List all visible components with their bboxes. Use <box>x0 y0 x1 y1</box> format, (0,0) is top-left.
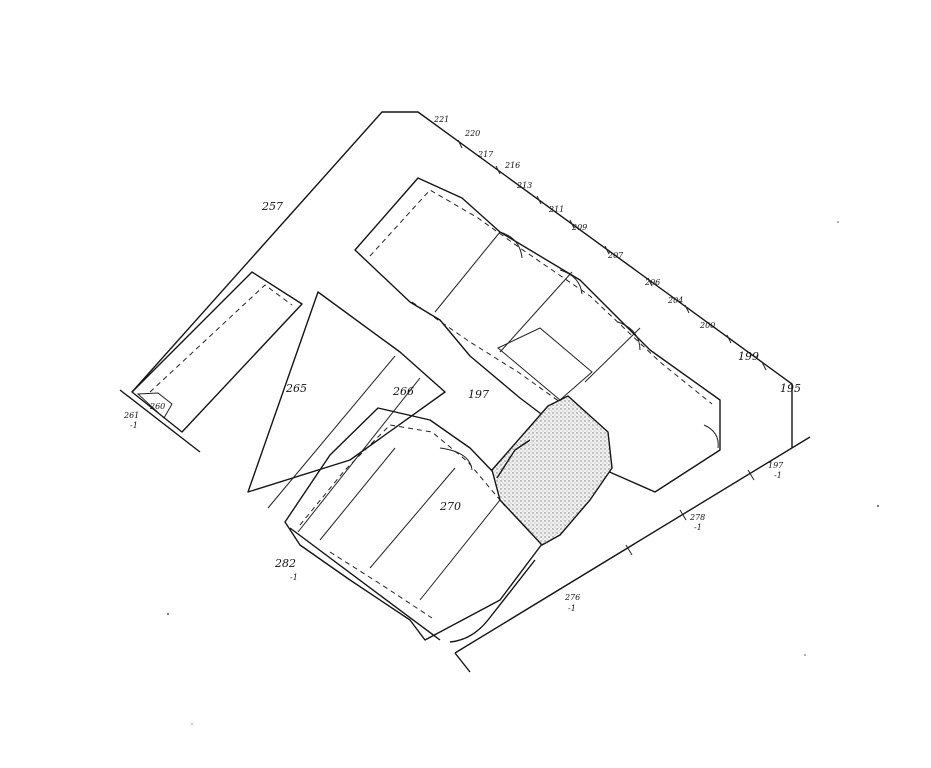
label-278: 278 <box>689 513 705 522</box>
label-261: 261 <box>123 411 139 420</box>
label-266: 266 <box>392 385 414 398</box>
lower-terrace-buildings <box>284 407 546 641</box>
upper-road-ticks <box>457 139 767 371</box>
parcel-261-building <box>131 271 303 433</box>
scan-specks <box>167 221 879 725</box>
label-207: 207 <box>607 251 624 260</box>
label-270: 270 <box>439 500 461 513</box>
label-276-sub: -1 <box>568 604 576 613</box>
label-199: 199 <box>738 350 759 363</box>
label-209: 209 <box>571 223 587 232</box>
label-278-sub: -1 <box>694 523 702 532</box>
courtyard-197 <box>497 327 593 401</box>
label-197-courtyard: 197 <box>468 388 489 401</box>
label-221: 221 <box>433 115 449 124</box>
label-195: 195 <box>780 382 801 395</box>
label-260: 260 <box>149 402 165 411</box>
label-257: 257 <box>261 200 283 213</box>
parcel-265 <box>247 291 446 533</box>
lot-labels: 257 265 266 197 270 282 -1 261 -1 260 22… <box>123 115 801 613</box>
label-197-road-sub: -1 <box>774 471 782 480</box>
label-276: 276 <box>564 593 580 602</box>
label-216: 216 <box>504 161 520 170</box>
label-204: 204 <box>667 296 683 305</box>
label-265: 265 <box>285 382 307 395</box>
site-boundary <box>119 111 811 673</box>
shaded-building <box>491 395 613 546</box>
label-220: 220 <box>464 129 480 138</box>
lower-road-ticks <box>625 469 755 556</box>
label-261-sub: -1 <box>130 421 138 430</box>
label-217: 217 <box>477 150 494 159</box>
label-200: 200 <box>699 321 715 330</box>
label-197-road: 197 <box>768 461 784 470</box>
label-282: 282 <box>274 557 296 570</box>
upper-terrace-buildings <box>354 177 721 493</box>
label-206: 206 <box>644 278 660 287</box>
label-211: 211 <box>548 205 564 214</box>
label-282-sub: -1 <box>290 573 298 582</box>
label-213: 213 <box>516 181 532 190</box>
